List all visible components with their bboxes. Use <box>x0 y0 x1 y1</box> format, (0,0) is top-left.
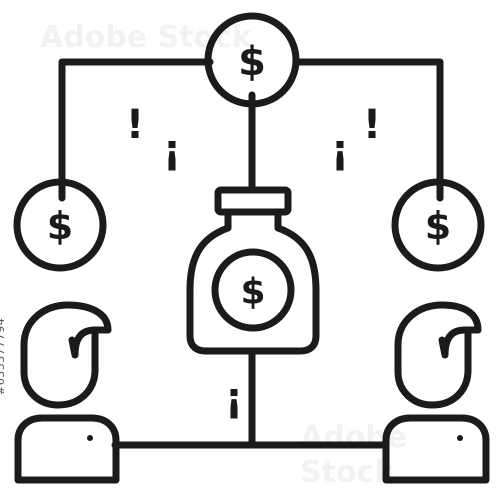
right-coin-icon: $ <box>391 178 485 272</box>
right-person-icon <box>382 301 490 484</box>
money-jar-icon: $ <box>186 186 320 355</box>
exclamation-bottom: ¡ <box>225 375 243 421</box>
stock-id-label: #635377794 <box>0 317 7 395</box>
right-connector-line <box>294 58 444 202</box>
top-coin-icon: $ <box>204 12 300 108</box>
top-coin-symbol: $ <box>238 39 266 85</box>
left-person-icon <box>14 301 120 484</box>
left-connector-line <box>58 58 214 202</box>
exclamation-right-outer: ! <box>363 102 381 148</box>
left-coin-symbol: $ <box>47 204 73 248</box>
exclamation-left-outer: ! <box>126 102 144 148</box>
exclamation-left-inner: ¡ <box>163 127 181 173</box>
connector-lines <box>58 58 444 449</box>
exclamation-right-inner: ¡ <box>331 127 349 173</box>
right-coin-symbol: $ <box>425 204 451 248</box>
exclamation-marks: ! ¡ ¡ ! ¡ <box>126 102 381 421</box>
jar-coin-symbol: $ <box>240 272 265 313</box>
left-coin-icon: $ <box>13 178 107 272</box>
